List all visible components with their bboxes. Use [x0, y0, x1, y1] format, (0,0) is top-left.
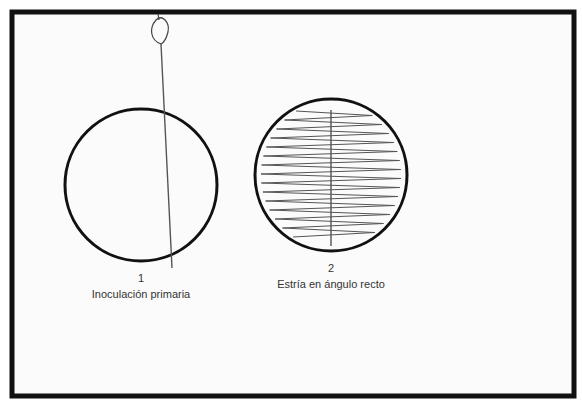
figure-caption: Inoculación primaria: [92, 288, 190, 301]
petri-dish: [65, 109, 217, 261]
petri-dish: [255, 99, 407, 251]
frame-border: [12, 12, 574, 396]
loop-handle: [158, 14, 159, 20]
figure-number: 2: [328, 262, 334, 275]
inoculation-streak: [161, 44, 172, 268]
inoculation-loop: [152, 18, 169, 44]
figure-caption: Estría en ángulo recto: [277, 278, 385, 291]
figure-number: 1: [138, 272, 144, 285]
right-angle-streaks: [261, 111, 401, 237]
